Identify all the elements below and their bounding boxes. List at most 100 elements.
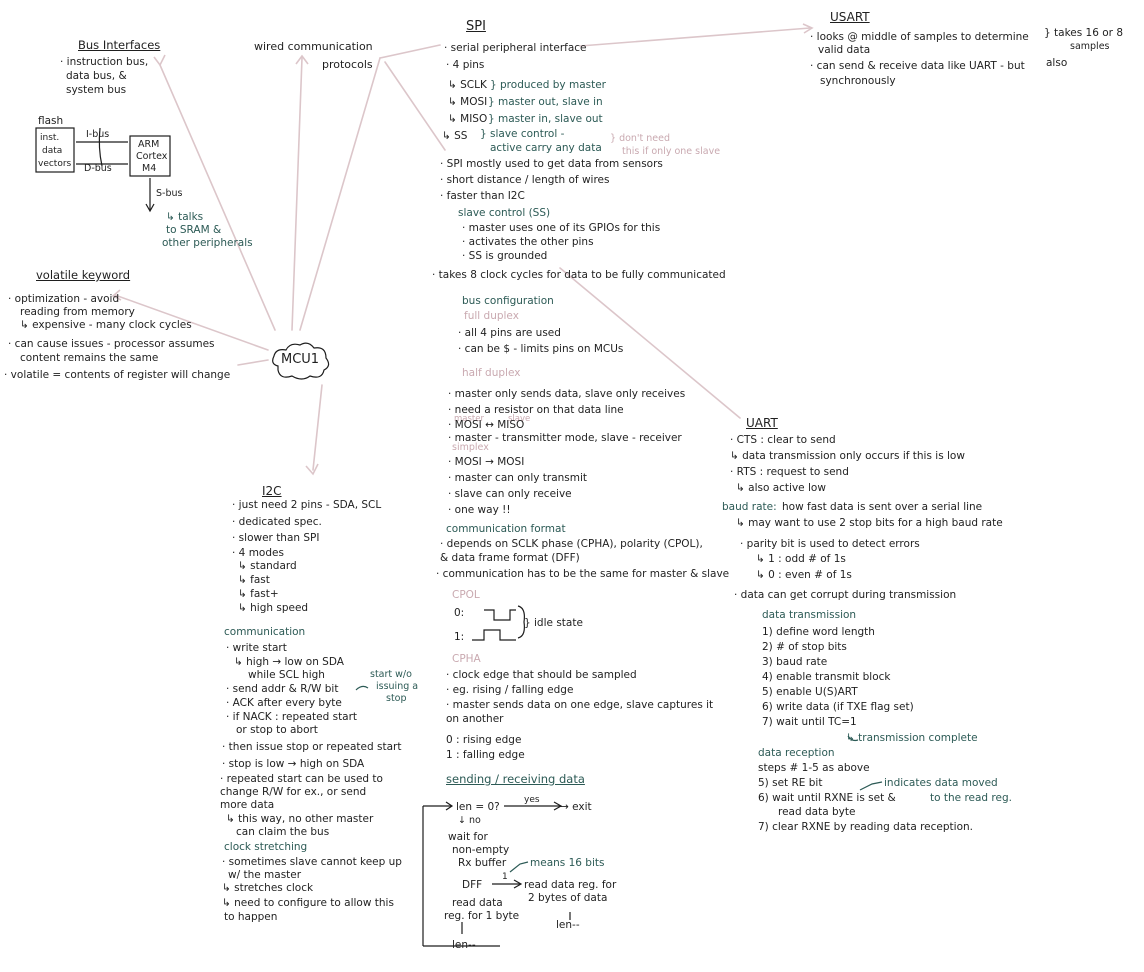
spi-slave-tag: slave (508, 414, 531, 424)
volatile-line: · volatile = contents of register will c… (4, 369, 231, 381)
i2c-line: · write start (226, 642, 287, 654)
flow-read1: read data (452, 897, 503, 909)
spi-line: 1 : falling edge (446, 749, 525, 761)
uart-tx: 7) wait until TC=1 (762, 716, 857, 728)
spi-line: · all 4 pins are used (458, 327, 561, 339)
bus-line: · instruction bus, (60, 56, 149, 68)
spi-line: · eg. rising / falling edge (446, 684, 574, 696)
spi-line: & data frame format (DFF) (440, 552, 580, 564)
flow-dec: len-- (452, 939, 476, 951)
flow-wait: Rx buffer (458, 857, 507, 869)
spi-line: · master only sends data, slave only rec… (448, 388, 686, 400)
cloud-shape (272, 342, 330, 380)
spi-line: · master sends data on one edge, slave c… (446, 699, 714, 711)
i2c-title: I2C (262, 484, 282, 498)
flow-dff: DFF (462, 879, 483, 891)
spi-line: · depends on SCLK phase (CPHA), polarity… (440, 538, 703, 550)
uart-rx-title: data reception (758, 747, 835, 759)
usart-title: USART (830, 10, 870, 24)
flash-label: flash (38, 115, 64, 127)
arm-line: Cortex (136, 151, 168, 162)
uart-tx: 1) define word length (762, 626, 875, 638)
spi-ss-note: } don't need (610, 133, 671, 144)
spi-line: · master - transmitter mode, slave - rec… (448, 432, 682, 444)
spi-line: · SS is grounded (462, 250, 548, 262)
uart-rx: 7) clear RXNE by reading data reception. (758, 821, 973, 833)
i2c-line: · dedicated spec. (232, 516, 322, 528)
i2c-line: · just need 2 pins - SDA, SCL (232, 499, 382, 511)
spi-line: · short distance / length of wires (440, 174, 610, 186)
i2c-line: · if NACK : repeated start (226, 711, 358, 723)
spi-line: · 4 pins (446, 59, 485, 71)
flow-yes: yes (524, 795, 540, 805)
volatile-line: reading from memory (20, 306, 135, 318)
bus-interfaces-title: Bus Interfaces (78, 38, 161, 52)
i2c-line: w/ the master (228, 869, 302, 881)
usart-note: samples (1070, 41, 1110, 52)
spi-pin: ↳ MOSI (448, 96, 488, 108)
volatile-title: volatile keyword (36, 268, 131, 282)
spi-simplex: simplex (452, 442, 489, 453)
flow-wait: wait for (448, 831, 488, 843)
uart-parity: · parity bit is used to detect errors (740, 538, 920, 550)
talks-line: to SRAM & (166, 224, 222, 236)
uart-parity: ↳ 0 : even # of 1s (756, 569, 852, 581)
spi-cpol-1: 1: (454, 631, 465, 643)
spi-cpha: CPHA (452, 653, 481, 665)
i2c-line: ↳ standard (238, 560, 297, 572)
i2c-line: ↳ stretches clock (222, 882, 314, 894)
flow-read2: 2 bytes of data (528, 892, 608, 904)
i2c-note: issuing a (376, 681, 419, 692)
flow-no: ↓ no (458, 815, 481, 826)
spi-title: SPI (466, 19, 486, 34)
uart-parity: ↳ 1 : odd # of 1s (756, 553, 846, 565)
i2c-line: ↳ high → low on SDA (234, 656, 344, 668)
flow-read1: reg. for 1 byte (444, 910, 520, 922)
flow-means: means 16 bits (530, 857, 605, 869)
uart-baud-2: ↳ may want to use 2 stop bits for a high… (736, 517, 1003, 529)
spi-line: · activates the other pins (462, 236, 594, 248)
i2c-line: · 4 modes (232, 547, 284, 559)
i2c-communication: communication (224, 626, 306, 638)
volatile-line: content remains the same (20, 352, 159, 364)
talks-line: ↳ talks (166, 211, 204, 223)
spi-bus-config: bus configuration (462, 295, 554, 307)
i2c-line: can claim the bus (236, 826, 330, 838)
i2c-line: · stop is low → high on SDA (222, 758, 365, 770)
flow-one: 1 (502, 872, 508, 882)
i2c-line: · sometimes slave cannot keep up (222, 856, 402, 868)
spi-pin-desc: } produced by master (490, 79, 606, 91)
i2c-line: · then issue stop or repeated start (222, 741, 402, 753)
uart-title: UART (746, 416, 778, 430)
spi-line: · SPI mostly used to get data from senso… (440, 158, 663, 170)
dbus-label: D-bus (84, 163, 112, 174)
wired-title: wired communication (254, 40, 373, 53)
i2c-line: ↳ fast (238, 574, 270, 586)
spi-line: · communication has to be the same for m… (436, 568, 730, 580)
spi-line: · one way !! (448, 504, 511, 516)
spi-line: on another (446, 713, 504, 725)
i2c-line: ↳ this way, no other master (226, 813, 374, 825)
usart-line: · looks @ middle of samples to determine (810, 31, 1029, 43)
i2c-line: to happen (224, 911, 278, 923)
spi-line: · master can only transmit (448, 472, 588, 484)
bus-line: data bus, & (66, 70, 127, 82)
spi-line: · can be $ - limits pins on MCUs (458, 343, 624, 355)
mcu1-label: MCU1 (281, 352, 320, 367)
spi-pin: ↳ SCLK (448, 79, 487, 91)
spi-line: · serial peripheral interface (444, 42, 587, 54)
spi-pin-desc: } master out, slave in (488, 96, 603, 108)
uart-tx-title: data transmission (762, 609, 857, 621)
i2c-note: stop (386, 693, 407, 704)
uart-rx: 5) set RE bit (758, 777, 823, 789)
flow-question: len = 0? (456, 801, 500, 813)
uart-line: · RTS : request to send (730, 466, 849, 478)
i2c-note: start w/o (370, 669, 412, 680)
spi-line: · MOSI → MOSI (448, 456, 525, 468)
bus-line: system bus (66, 84, 127, 96)
uart-rx-note: indicates data moved (884, 777, 998, 789)
i2c-line: · slower than SPI (232, 532, 320, 544)
uart-tx: 2) # of stop bits (762, 641, 847, 653)
uart-tx: 5) enable U(S)ART (762, 686, 858, 698)
volatile-line: · optimization - avoid (8, 293, 120, 305)
